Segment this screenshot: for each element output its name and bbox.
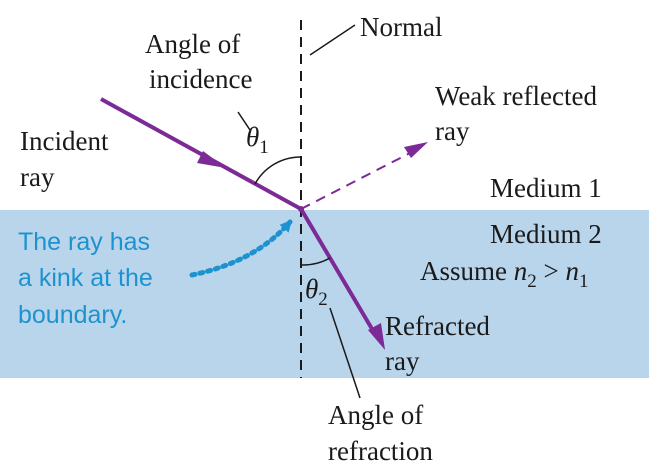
reflected-ray: [300, 151, 413, 210]
refracted-ray: [299, 207, 377, 336]
medium-1-label: Medium 1: [490, 173, 602, 203]
angle-of-refraction-line1: Angle of: [328, 400, 423, 430]
normal-label-leader: [309, 24, 356, 56]
medium-2-region: [0, 210, 649, 378]
kink-pointer-arrow: [189, 219, 293, 278]
incident-ray-label-line2: ray: [20, 162, 55, 192]
incident-ray-label-line1: Incident: [20, 126, 109, 156]
refracted-ray-arrowhead: [368, 323, 385, 350]
incident-ray: [100, 97, 302, 211]
reflected-ray-arrowhead: [404, 142, 428, 158]
medium-2-label: Medium 2: [490, 219, 602, 249]
kink-point: [298, 206, 304, 212]
theta2-leader: [329, 307, 361, 399]
refracted-ray-label-line2: ray: [385, 346, 420, 376]
angle-of-incidence-line1: Angle of: [145, 29, 240, 59]
theta2-label: θ2: [305, 274, 328, 310]
theta1-leader: [237, 111, 251, 131]
theta1-arc: [254, 156, 302, 185]
kink-note-line1: The ray has: [18, 228, 150, 256]
kink-note-line2: a kink at the: [18, 264, 153, 292]
angle-of-incidence-line2: incidence: [149, 64, 252, 94]
refracted-ray-label-line1: Refracted: [385, 311, 490, 341]
angle-of-refraction-line2: refraction: [328, 436, 433, 466]
normal-label: Normal: [360, 12, 442, 42]
assume-label: Assume n2 > n1: [420, 256, 588, 292]
incident-ray-arrowhead: [197, 151, 226, 168]
theta2-arc: [300, 257, 331, 266]
kink-note-line3: boundary.: [18, 301, 127, 329]
weak-reflected-label-line2: ray: [435, 116, 470, 146]
theta1-label: θ1: [246, 122, 269, 158]
weak-reflected-label-line1: Weak reflected: [435, 81, 597, 111]
